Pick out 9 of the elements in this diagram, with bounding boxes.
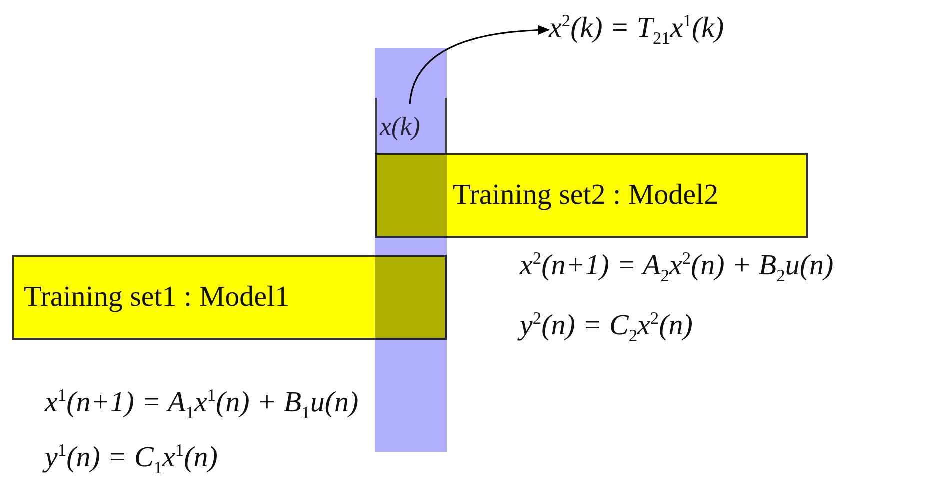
state-variable-label: x(k) — [380, 112, 420, 142]
equation: x$^{2}$(k) = T$_{21}$x$^{1}$(k) — [549, 10, 724, 48]
equation: x$^{2}$(n+1) = A$_{2}$x$^{2}$(n) + B$_{2}$u(n) — [520, 248, 834, 286]
equation: y$^{1}$(n) = C$_{1}$x$^{1}$(n) — [45, 440, 218, 478]
equation: y$^{2}$(n) = C$_{2}$x$^{2}$(n) — [520, 308, 693, 346]
training-set-box: Training set2 : Model2 — [375, 153, 808, 238]
curved-arrow — [409, 25, 550, 104]
training-set-box: Training set1 : Model1 — [12, 255, 447, 340]
equation: x$^{1}$(n+1) = A$_{1}$x$^{1}$(n) + B$_{1}$u(n) — [45, 385, 359, 424]
